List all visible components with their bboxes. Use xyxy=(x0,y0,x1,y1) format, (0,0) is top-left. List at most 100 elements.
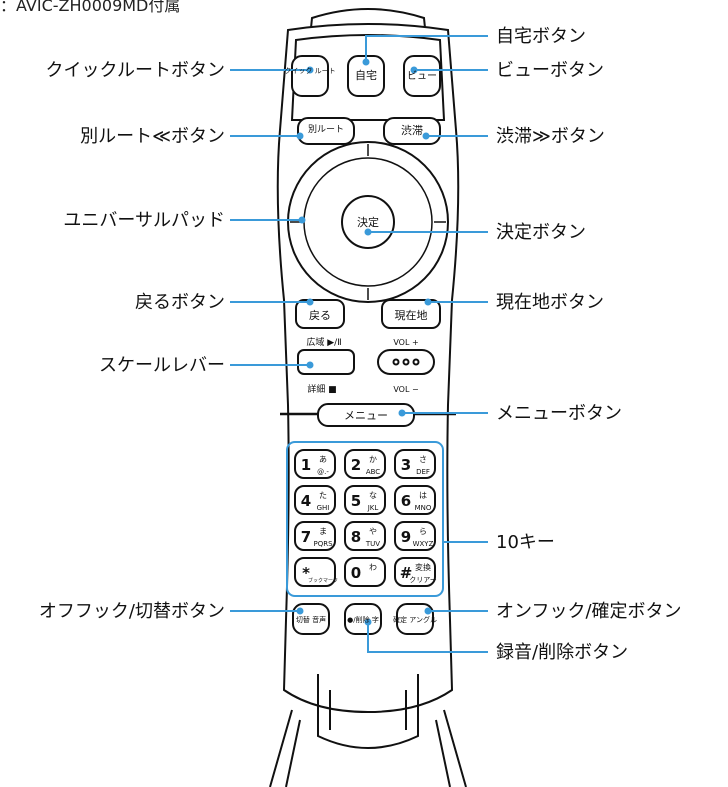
current-location-text: 現在地 xyxy=(395,309,428,322)
nav-buttons xyxy=(295,299,441,329)
callout-record-delete: 録音/削除ボタン xyxy=(496,642,628,663)
key-kana-label: た xyxy=(319,491,327,500)
voice-switch-text: 切替 音声 xyxy=(296,615,326,624)
button-texts: クイック ルート 自宅 ビュー 別ルート 渋滞 決定 戻る 現在地 広域 ▶/Ⅱ… xyxy=(284,67,437,624)
callout-quick-route: クイックルートボタン xyxy=(46,60,225,81)
key-sub-label: JKL xyxy=(367,504,379,512)
vol-up-text: VOL + xyxy=(393,338,418,347)
vol-down-text: VOL − xyxy=(393,385,418,394)
on-hook-button xyxy=(396,603,434,635)
home-text: 自宅 xyxy=(355,68,377,82)
enter-text: 決定 xyxy=(357,215,379,229)
key-main-label: 4 xyxy=(301,492,311,510)
view-button xyxy=(403,55,441,97)
record-delete-text: ●/削除 字 xyxy=(347,615,379,624)
key-sub-label: ABC xyxy=(366,468,380,476)
key-kana-label: さ xyxy=(419,455,427,464)
callout-alt-route: 別ルート≪ボタン xyxy=(80,126,225,147)
callout-menu: メニューボタン xyxy=(496,403,622,424)
key-main-label: 3 xyxy=(401,456,411,474)
key-sub-label: GHI xyxy=(317,504,330,512)
keypad-frame xyxy=(286,441,444,597)
key-sub-label: @.- xyxy=(317,468,329,476)
confirm-angle-text: 確定 アングル xyxy=(393,615,437,624)
key-sub-label: TUV xyxy=(365,540,380,548)
quick-route-button xyxy=(291,55,329,97)
record-delete-button xyxy=(344,603,382,635)
key-kana-label: わ xyxy=(369,563,377,572)
key-kana-label: ま xyxy=(319,527,327,536)
key-sub-label: WXYZ xyxy=(413,540,434,548)
key-sub-label: ブックマーク xyxy=(308,577,338,584)
callout-view: ビューボタン xyxy=(496,60,604,81)
detail-stop-text: 詳細 ■ xyxy=(307,383,336,395)
key-kana-label: や xyxy=(369,527,377,536)
callout-back: 戻るボタン xyxy=(135,292,225,313)
key-sub-label: MNO xyxy=(415,504,432,512)
key-sub-label: クリアー xyxy=(409,576,437,584)
key-kana-label: 変換 xyxy=(415,562,431,572)
key-kana-label: あ xyxy=(319,455,327,464)
key-main-label: 9 xyxy=(401,528,411,546)
key-main-label: 7 xyxy=(301,528,311,546)
callout-enter: 決定ボタン xyxy=(496,222,586,243)
quick-route-text: クイック ルート xyxy=(284,67,335,75)
key-main-label: 0 xyxy=(351,564,361,582)
back-button xyxy=(295,299,345,329)
callout-current-location: 現在地ボタン xyxy=(496,292,604,313)
alt-route-button xyxy=(297,117,355,145)
leader-dots xyxy=(296,58,432,626)
traffic-text: 渋滞 xyxy=(401,124,423,137)
callout-universal-pad: ユニバーサルパッド xyxy=(63,210,225,231)
callout-labels: クイックルートボタン 別ルート≪ボタン ユニバーサルパッド 戻るボタン スケール… xyxy=(39,26,682,663)
key-kana-label: ら xyxy=(419,527,427,536)
key-main-label: 5 xyxy=(351,492,361,510)
key-*[interactable]: *ブックマーク xyxy=(294,557,338,587)
menu-button xyxy=(317,403,415,427)
scale-lever xyxy=(297,349,355,375)
view-text: ビュー xyxy=(407,70,437,82)
key-kana-label: か xyxy=(369,455,377,464)
lever-area xyxy=(297,349,435,375)
key-kana-label: な xyxy=(369,491,377,500)
key-main-label: # xyxy=(400,564,413,582)
callout-home: 自宅ボタン xyxy=(496,26,586,47)
key-kana-label: は xyxy=(419,491,427,500)
current-location-button xyxy=(381,299,441,329)
key-main-label: 1 xyxy=(301,456,311,474)
leader-lines xyxy=(230,35,488,653)
callout-off-hook: オフフック/切替ボタン xyxy=(39,601,225,622)
enter-button xyxy=(341,195,395,249)
universal-pad xyxy=(287,141,449,303)
key-main-label: 6 xyxy=(401,492,411,510)
key-sub-label: PQRS xyxy=(313,540,333,548)
callout-scale-lever: スケールレバー xyxy=(99,355,225,376)
volume-rocker xyxy=(377,349,435,375)
key-main-label: * xyxy=(302,564,310,582)
wide-play-text: 広域 ▶/Ⅱ xyxy=(306,336,341,348)
key-main-label: 2 xyxy=(351,456,361,474)
key-main-label: 8 xyxy=(351,528,361,546)
figure-caption: ：AVIC-ZH0009MD付属 xyxy=(0,0,181,15)
menu-text: メニュー xyxy=(344,409,388,422)
callout-traffic: 渋滞≫ボタン xyxy=(496,126,605,147)
back-text: 戻る xyxy=(309,309,331,322)
alt-route-text: 別ルート xyxy=(308,124,344,135)
callout-on-hook: オンフック/確定ボタン xyxy=(496,601,682,622)
key-sub-label: DEF xyxy=(416,468,430,476)
callout-ten-key: 10キー xyxy=(496,532,555,553)
